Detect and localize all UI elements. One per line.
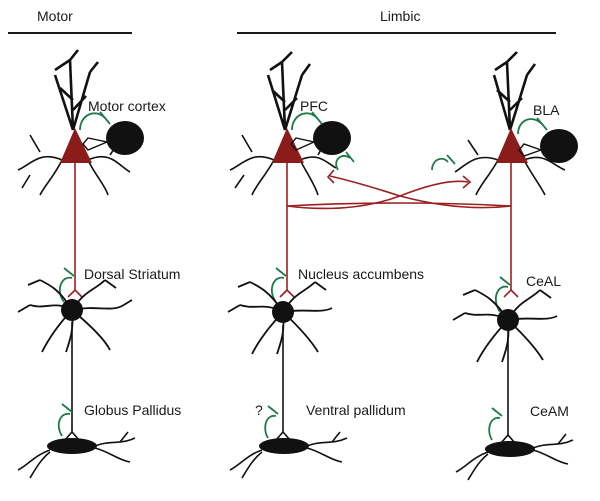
accumbens-neuron — [227, 281, 333, 355]
projection-lines — [67, 160, 519, 298]
motor-cortex-label: Motor cortex — [88, 98, 166, 114]
pfc-pyramidal-neuron — [229, 51, 337, 196]
pfc-collateral-terminal — [326, 169, 335, 184]
question-mark-label: ? — [255, 402, 263, 418]
cea-m-label: CeAM — [530, 403, 569, 419]
pfc-bla-collateral — [286, 202, 512, 207]
motor-header: Motor — [37, 8, 73, 24]
pfc-terminal — [279, 288, 295, 298]
globus-pallidus-neuron — [17, 431, 136, 479]
bla-collateral-terminal — [462, 175, 472, 189]
cea-l-neuron — [452, 289, 558, 363]
striatal-terminal — [64, 430, 80, 441]
bla-label: BLA — [533, 102, 560, 118]
cea-l-label: CeAL — [526, 273, 562, 289]
bla-terminal — [503, 288, 519, 298]
accumbens-terminal — [275, 430, 291, 441]
green-synapses — [57, 111, 548, 441]
ventral-pallidum-neuron — [229, 431, 348, 479]
pfc-label: PFC — [300, 98, 328, 114]
pfc-interneuron — [313, 121, 351, 155]
bla-to-pfc-projection — [329, 175, 512, 209]
bla-interneuron — [540, 129, 578, 163]
motor-interneuron — [106, 121, 144, 155]
ventral-pallidum-label: Ventral pallidum — [306, 402, 406, 418]
bla-pyramidal-neuron — [454, 51, 566, 196]
dorsal-striatum-neuron — [17, 279, 133, 353]
globus-pallidus-label: Globus Pallidus — [84, 402, 182, 418]
motor-terminal — [67, 288, 83, 298]
motor-pyramidal-neuron — [17, 49, 131, 196]
limbic-header: Limbic — [380, 8, 421, 24]
nucleus-accumbens-label: Nucleus accumbens — [298, 266, 425, 282]
cea-m-neuron — [455, 433, 574, 481]
cea-terminal — [500, 433, 516, 444]
interneuron-connections — [82, 137, 544, 157]
dorsal-striatum-label: Dorsal Striatum — [84, 266, 181, 282]
striatal-axons — [64, 322, 516, 444]
